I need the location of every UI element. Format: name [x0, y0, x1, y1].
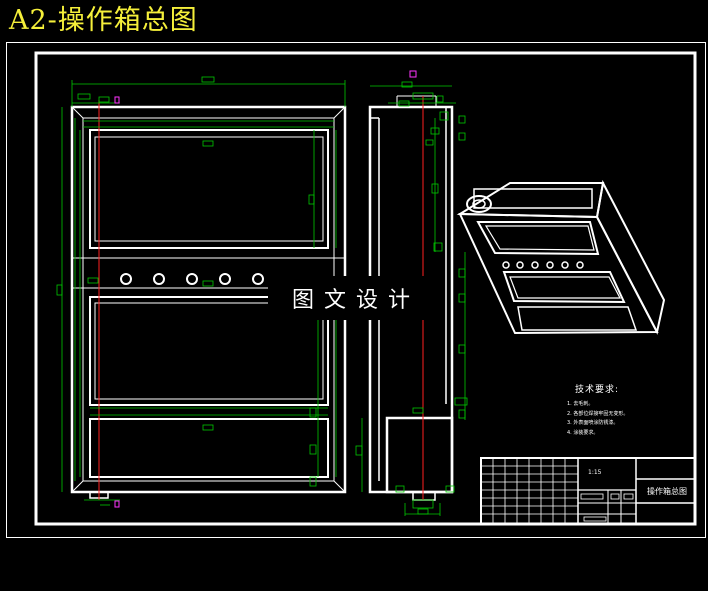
- iso-side-face: [595, 179, 666, 335]
- side-view-dimensions: [355, 81, 468, 516]
- marker: [114, 500, 120, 508]
- iso-top-panel: [473, 188, 593, 209]
- front-upper-window: [89, 129, 329, 249]
- iso-handwheel: [466, 195, 492, 213]
- tech-requirement-item: 2. 各部位焊接牢固无变形。: [567, 410, 629, 417]
- drawing-title: A2-操作箱总图: [9, 5, 198, 36]
- front-view-dimensions: [56, 76, 346, 506]
- side-view: [368, 95, 454, 501]
- front-lower-window: [89, 296, 329, 406]
- marker: [114, 96, 120, 104]
- title-block: [480, 457, 696, 525]
- title-block-scale: 1:15: [588, 469, 602, 476]
- iso-lower-window: [502, 271, 626, 304]
- title-block-grid: [481, 458, 634, 524]
- isometric-view: [456, 179, 666, 335]
- tech-requirements-list: 1. 去毛刺。 2. 各部位焊接牢固无变形。 3. 外表面喷涂防锈漆。 4. 涂…: [567, 400, 628, 438]
- indicator-lamp: [186, 273, 198, 285]
- tech-requirement-item: 3. 外表面喷涂防锈漆。: [567, 420, 619, 426]
- tech-requirement-item: 1. 去毛刺。: [567, 401, 594, 407]
- tech-requirements-title: 技术要求:: [575, 385, 620, 395]
- watermark: 图文设计: [268, 276, 444, 320]
- indicator-lamp: [576, 261, 584, 269]
- iso-indicator-lamps: [502, 261, 584, 269]
- iso-front-face: [458, 212, 659, 335]
- title-block-drawing-name: 操作箱总图: [647, 487, 687, 496]
- indicator-lamp: [561, 261, 569, 269]
- sheet-border: [6, 42, 706, 538]
- indicator-lamp: [546, 261, 554, 269]
- indicator-lamp: [153, 273, 165, 285]
- side-view-box: [385, 416, 454, 494]
- indicator-lamp: [502, 261, 510, 269]
- indicator-lamp: [120, 273, 132, 285]
- front-bottom-compartment: [89, 418, 329, 478]
- indicator-lamp: [252, 273, 264, 285]
- indicator-lamp: [531, 261, 539, 269]
- iso-upper-window: [476, 221, 600, 256]
- indicator-lamp: [219, 273, 231, 285]
- title-block-frame: [480, 457, 696, 525]
- drawing-frame: [34, 51, 697, 526]
- tech-requirement-item: 4. 涂装要求。: [567, 429, 599, 436]
- indicator-lamp: [516, 261, 524, 269]
- marker: [409, 70, 417, 78]
- indicator-lamps: [120, 273, 264, 285]
